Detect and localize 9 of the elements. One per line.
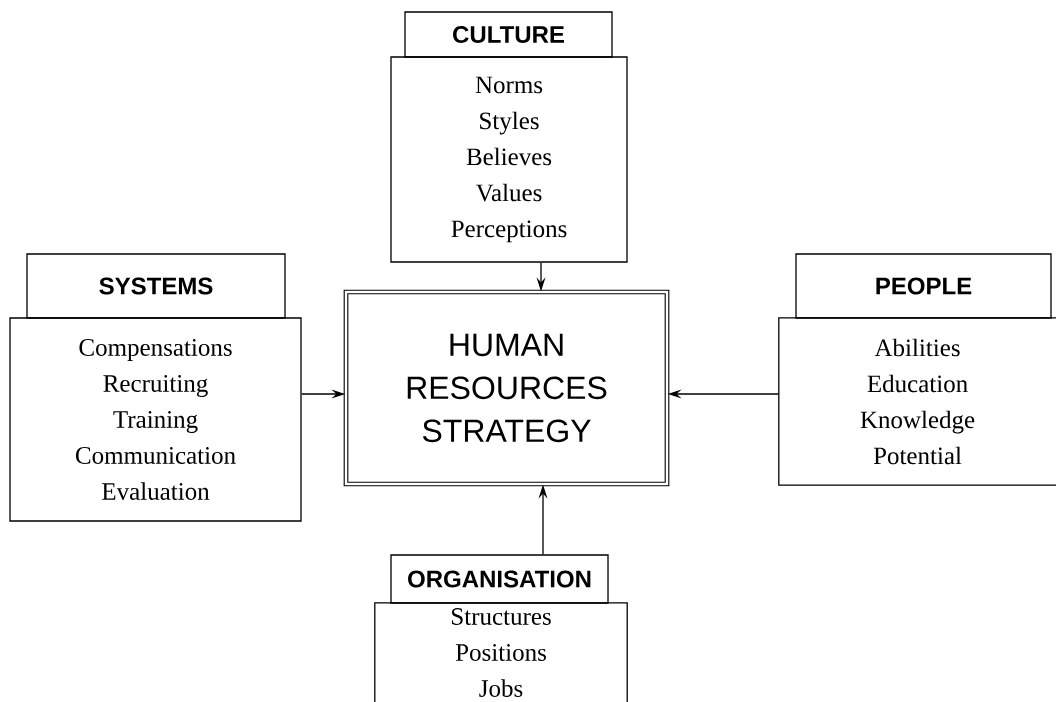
list-box: Structures Positions Jobs — [374, 602, 628, 702]
heading-box: PEOPLE — [795, 253, 1052, 319]
strategy-box: HUMAN RESOURCES STRATEGY — [343, 289, 670, 487]
heading-box: SYSTEMS — [26, 253, 286, 319]
list-box: Norms Styles Believes Values Perceptions — [390, 56, 628, 263]
list-box: Abilities Education Knowledge Potential — [778, 317, 1056, 486]
list-box: Compensations Recruiting Training Communication Evaluation — [9, 317, 302, 522]
heading-box: ORGANISATION — [390, 554, 609, 604]
heading-box: CULTURE — [404, 11, 613, 58]
